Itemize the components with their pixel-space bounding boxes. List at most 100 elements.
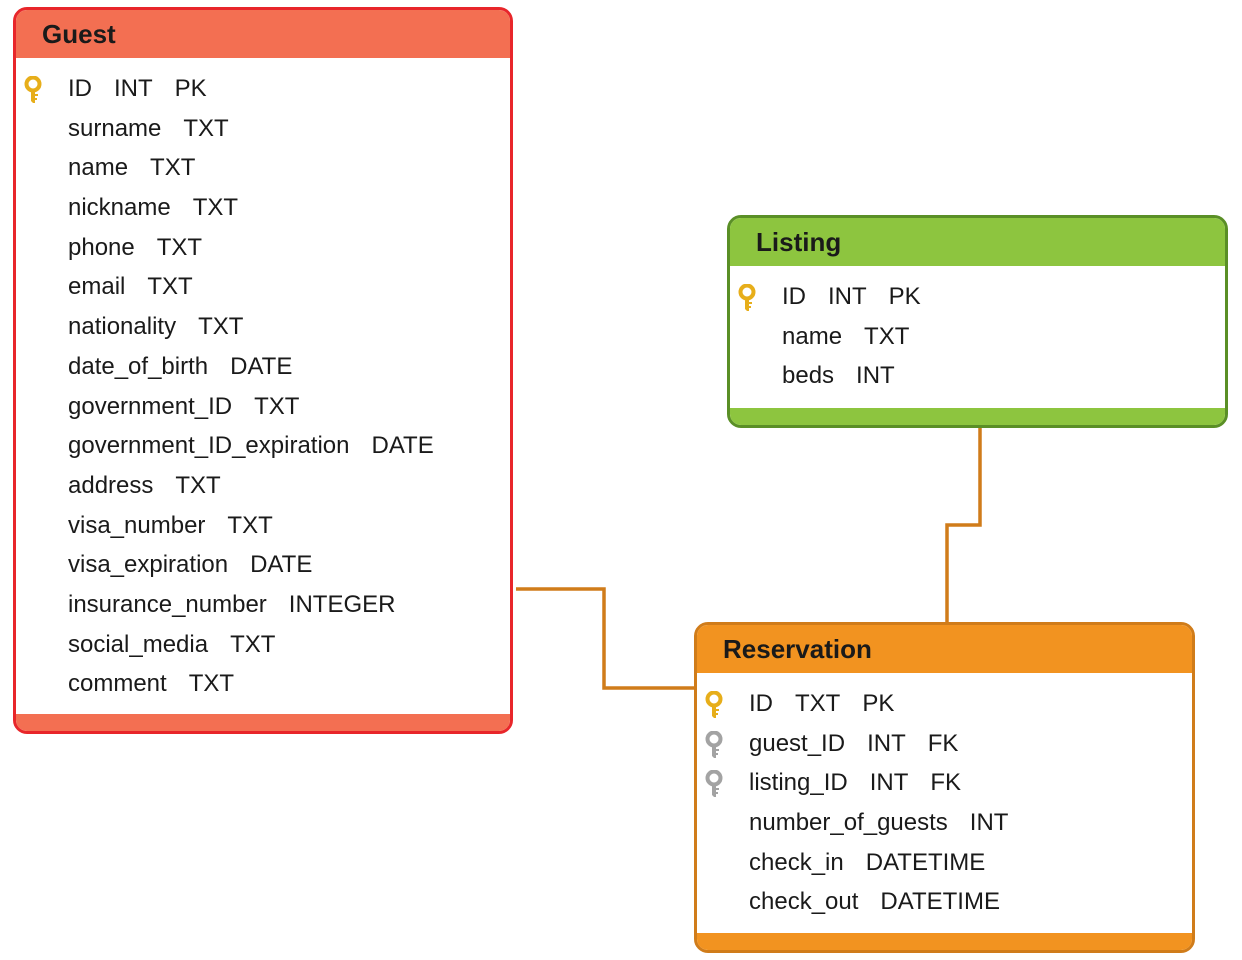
field-type: TXT xyxy=(230,630,276,658)
field-row[interactable]: date_of_birth DATE xyxy=(16,347,510,387)
field-row[interactable]: name TXT xyxy=(730,317,1225,357)
field-row[interactable]: government_ID TXT xyxy=(16,387,510,427)
field-name: social_media xyxy=(68,630,209,658)
field-row[interactable]: insurance_number INTEGER xyxy=(16,585,510,625)
field-key: FK xyxy=(930,769,962,797)
field-row[interactable]: number_of_guests INT xyxy=(697,803,1192,843)
field-row[interactable]: visa_number TXT xyxy=(16,506,510,546)
entity-guest-title: Guest xyxy=(16,10,510,58)
field-type: TXT xyxy=(227,511,273,539)
field-type: TXT xyxy=(864,322,910,350)
field-name: check_in xyxy=(749,848,844,876)
entity-listing-fields: ID INT PK name TXT beds INT xyxy=(730,266,1225,396)
field-name: insurance_number xyxy=(68,590,267,618)
field-name: name xyxy=(782,322,843,350)
entity-reservation-footer xyxy=(697,933,1192,950)
field-name: surname xyxy=(68,114,162,142)
field-name: listing_ID xyxy=(749,769,848,797)
field-row[interactable]: guest_ID INT FK xyxy=(697,724,1192,764)
field-type: TXT xyxy=(198,313,244,341)
field-name: date_of_birth xyxy=(68,352,209,380)
field-type: INTEGER xyxy=(288,590,396,618)
field-type: TXT xyxy=(156,233,203,261)
foreign-key-icon xyxy=(705,770,723,798)
field-name: beds xyxy=(782,362,835,390)
field-type: TXT xyxy=(254,392,300,420)
field-type: TXT xyxy=(183,114,229,142)
field-type: DATETIME xyxy=(865,848,986,876)
field-type: INT xyxy=(114,75,153,102)
field-row[interactable]: nationality TXT xyxy=(16,307,510,347)
entity-listing[interactable]: Listing ID INT PK name TXT beds INT xyxy=(727,215,1228,428)
field-type: TXT xyxy=(175,471,221,499)
primary-key-icon xyxy=(24,76,42,103)
field-row[interactable]: ID INT PK xyxy=(730,277,1225,317)
foreign-key-icon xyxy=(705,730,723,758)
field-row[interactable]: address TXT xyxy=(16,466,510,506)
field-name: nickname xyxy=(68,194,171,222)
field-row[interactable]: phone TXT xyxy=(16,228,510,268)
entity-guest-footer xyxy=(16,714,510,731)
field-name: phone xyxy=(68,233,135,261)
field-name: government_ID xyxy=(68,392,233,420)
field-name: address xyxy=(68,471,154,499)
primary-key-icon xyxy=(705,691,723,718)
field-row[interactable]: listing_ID INT FK xyxy=(697,763,1192,803)
field-key: PK xyxy=(888,283,921,310)
field-name: government_ID_expiration xyxy=(68,432,350,460)
primary-key-icon xyxy=(738,284,756,311)
field-type: TXT xyxy=(795,690,841,717)
field-name: nationality xyxy=(68,313,177,341)
field-row[interactable]: check_in DATETIME xyxy=(697,843,1192,883)
field-key: PK xyxy=(174,75,207,102)
field-name: ID xyxy=(782,283,806,310)
field-row[interactable]: ID INT PK xyxy=(16,69,510,109)
field-type: INT xyxy=(867,729,906,757)
entity-reservation-title: Reservation xyxy=(697,625,1192,673)
field-row[interactable]: government_ID_expiration DATE xyxy=(16,426,510,466)
field-key: FK xyxy=(927,729,959,757)
field-type: DATE xyxy=(250,551,313,579)
connector-listing-reservation xyxy=(945,425,982,624)
field-type: INT xyxy=(869,769,909,797)
field-row[interactable]: nickname TXT xyxy=(16,188,510,228)
entity-listing-footer xyxy=(730,408,1225,425)
field-type: TXT xyxy=(192,194,239,222)
field-type: INT xyxy=(969,809,1009,837)
field-name: check_out xyxy=(749,888,859,916)
field-row[interactable]: beds INT xyxy=(730,356,1225,396)
field-name: visa_number xyxy=(68,511,206,539)
field-type: INT xyxy=(856,362,895,390)
field-type: INT xyxy=(828,283,867,310)
field-name: ID xyxy=(68,75,92,102)
field-type: DATE xyxy=(371,432,434,460)
field-type: DATE xyxy=(230,352,293,380)
field-row[interactable]: email TXT xyxy=(16,267,510,307)
field-row[interactable]: ID TXT PK xyxy=(697,684,1192,724)
field-row[interactable]: surname TXT xyxy=(16,109,510,149)
field-type: DATETIME xyxy=(880,888,1000,916)
connector-guest-reservation xyxy=(516,587,697,690)
field-type: TXT xyxy=(150,154,196,182)
field-type: TXT xyxy=(147,273,193,301)
field-name: visa_expiration xyxy=(68,551,229,579)
field-key: PK xyxy=(862,690,895,717)
field-row[interactable]: check_out DATETIME xyxy=(697,882,1192,922)
field-name: name xyxy=(68,154,129,182)
field-name: comment xyxy=(68,670,167,698)
field-row[interactable]: visa_expiration DATE xyxy=(16,545,510,585)
field-type: TXT xyxy=(188,670,235,698)
field-name: ID xyxy=(749,690,773,717)
field-name: email xyxy=(68,273,126,301)
field-row[interactable]: social_media TXT xyxy=(16,625,510,665)
field-name: guest_ID xyxy=(749,729,846,757)
field-row[interactable]: name TXT xyxy=(16,148,510,188)
entity-listing-title: Listing xyxy=(730,218,1225,266)
field-name: number_of_guests xyxy=(749,809,948,837)
field-row[interactable]: comment TXT xyxy=(16,664,510,704)
